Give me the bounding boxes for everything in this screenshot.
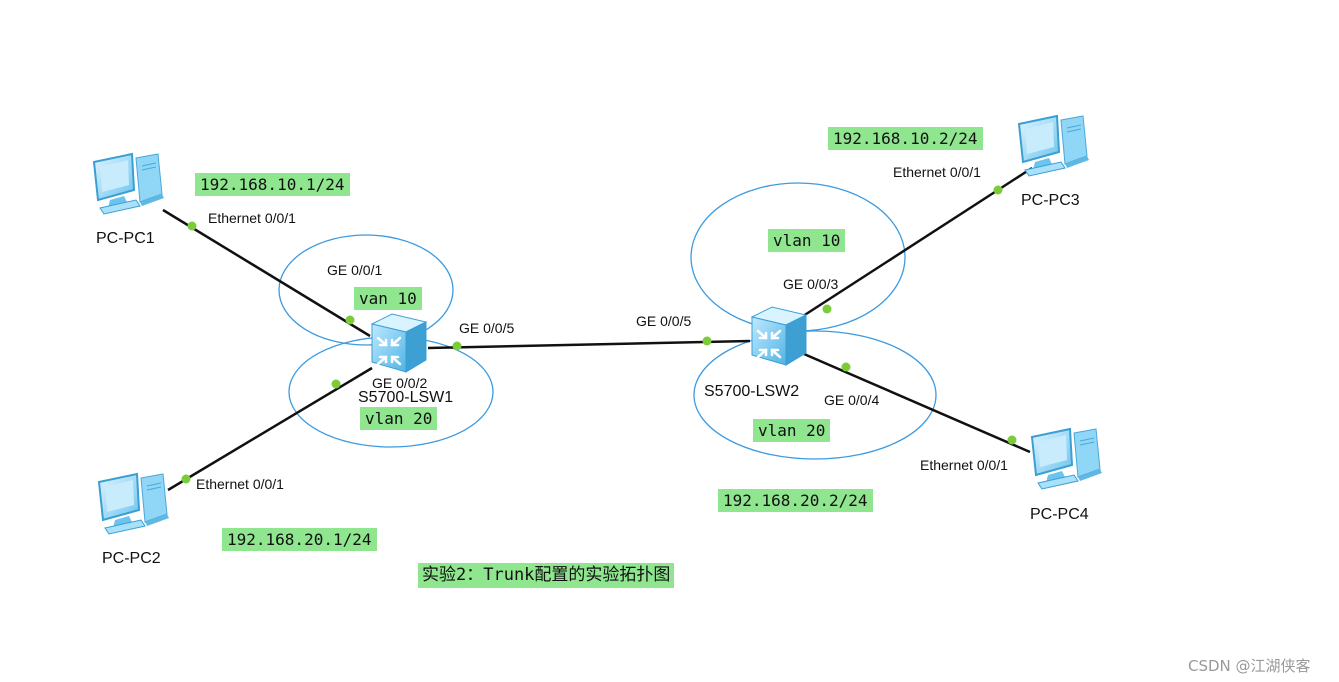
lsw1-vlan10-zone	[278, 234, 454, 346]
pc3-ip-tag: 192.168.10.2/24	[828, 127, 983, 150]
lsw1-ge5-label: GE 0/0/5	[459, 320, 515, 336]
pc4-name: PC-PC4	[1030, 506, 1089, 523]
lsw1-vlan10-tag: van 10	[354, 287, 422, 310]
pc3-name: PC-PC3	[1021, 192, 1080, 209]
pc1-ip-tag: 192.168.10.1/24	[195, 173, 350, 196]
port-dot-lsw2-ge3	[822, 304, 832, 314]
lsw2-vlan10-tag: vlan 10	[768, 229, 846, 252]
pc3-port-label: Ethernet 0/0/1	[893, 164, 981, 180]
pc4-icon[interactable]	[1031, 428, 1103, 490]
pc3-icon[interactable]	[1018, 115, 1090, 177]
pc2-port-label: Ethernet 0/0/1	[196, 476, 284, 492]
lsw2-switch-icon[interactable]	[750, 305, 808, 367]
lsw1-ge1-label: GE 0/0/1	[327, 262, 383, 278]
link-pc1-lsw1[interactable]	[162, 208, 371, 338]
lsw1-name: S5700-LSW1	[358, 389, 454, 406]
pc2-icon[interactable]	[98, 473, 170, 535]
lsw2-vlan20-zone	[693, 330, 937, 460]
port-dot-lsw2-ge5	[702, 336, 712, 346]
pc1-icon[interactable]	[93, 153, 165, 215]
port-dot-pc1	[187, 221, 197, 231]
lsw1-vlan20-tag: vlan 20	[360, 407, 438, 430]
csdn-watermark: CSDN @江湖侠客	[1188, 657, 1311, 675]
lsw2-ge3-label: GE 0/0/3	[783, 276, 839, 292]
lsw2-ge5-label: GE 0/0/5	[636, 313, 692, 329]
pc4-ip-tag: 192.168.20.2/24	[718, 489, 873, 512]
lsw2-ge4-label: GE 0/0/4	[824, 392, 880, 408]
lsw2-vlan20-tag: vlan 20	[753, 419, 831, 442]
port-dot-pc4	[1007, 435, 1017, 445]
port-dot-lsw1-ge5	[452, 341, 462, 351]
link-lsw1-lsw2[interactable]	[427, 339, 751, 350]
pc1-port-label: Ethernet 0/0/1	[208, 210, 296, 226]
port-dot-pc2	[181, 474, 191, 484]
link-lsw2-pc3[interactable]	[799, 166, 1033, 320]
lsw1-switch-icon[interactable]	[370, 312, 428, 374]
lsw1-ge2-label: GE 0/0/2	[372, 375, 428, 391]
pc2-ip-tag: 192.168.20.1/24	[222, 528, 377, 551]
pc4-port-label: Ethernet 0/0/1	[920, 457, 1008, 473]
port-dot-lsw1-ge2	[331, 379, 341, 389]
port-dot-lsw1-ge1	[345, 315, 355, 325]
lsw2-name: S5700-LSW2	[704, 383, 800, 400]
pc2-name: PC-PC2	[102, 550, 161, 567]
lsw2-vlan10-zone	[690, 182, 906, 332]
port-dot-lsw2-ge4	[841, 362, 851, 372]
diagram-caption: 实验2：Trunk配置的实验拓扑图	[418, 563, 675, 588]
link-lsw2-pc4[interactable]	[803, 352, 1031, 454]
link-pc2-lsw1[interactable]	[167, 366, 373, 492]
port-dot-pc3	[993, 185, 1003, 195]
pc1-name: PC-PC1	[96, 230, 155, 247]
